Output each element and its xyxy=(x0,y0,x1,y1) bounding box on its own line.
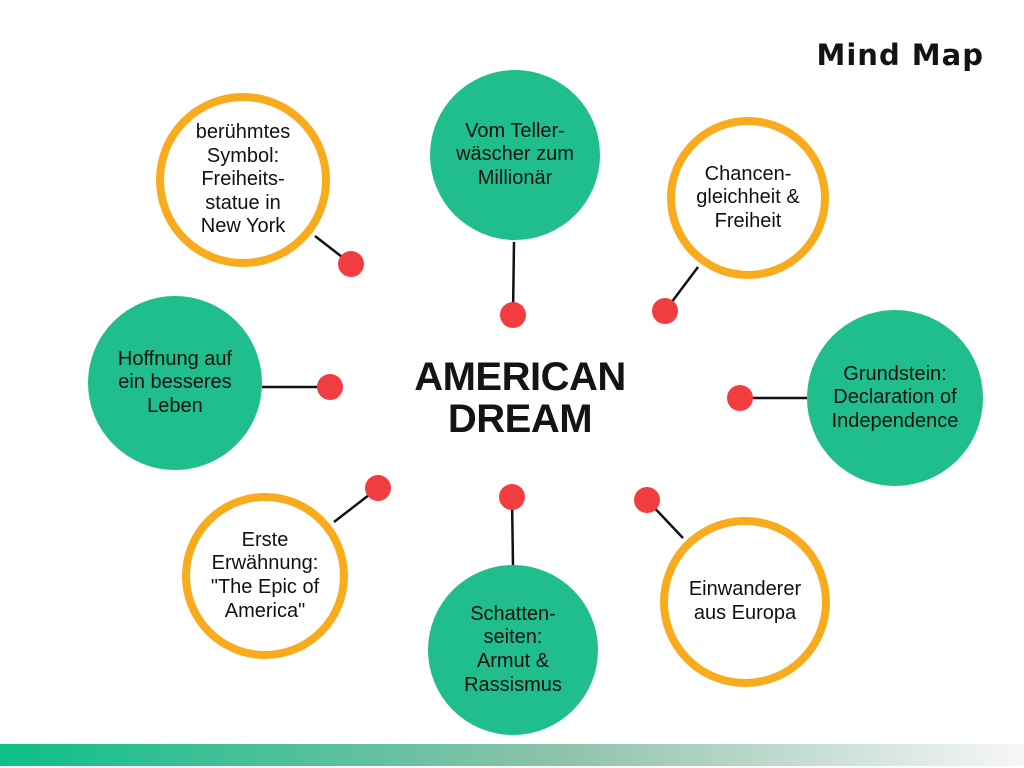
node-label: Vom Teller- wäscher zum Millionär xyxy=(456,119,574,189)
page-title: Mind Map xyxy=(816,38,984,72)
node-grundstein: Grundstein: Declaration of Independence xyxy=(807,310,983,486)
node-label: Schatten- seiten: Armut & Rassismus xyxy=(464,602,562,696)
connector-dot xyxy=(365,475,391,501)
node-hoffnung: Hoffnung auf ein besseres Leben xyxy=(88,296,262,470)
connector-dot xyxy=(634,487,660,513)
connector-dot xyxy=(499,484,525,510)
node-label: berühmtes Symbol: Freiheits- statue in N… xyxy=(195,121,291,238)
node-label: Erste Erwähnung: "The Epic of America" xyxy=(210,528,320,622)
bottom-gradient-bar xyxy=(0,744,1024,766)
connector-dot xyxy=(317,374,343,400)
node-beruehmtes-symbol: berühmtes Symbol: Freiheits- statue in N… xyxy=(156,93,330,267)
node-label: Hoffnung auf ein besseres Leben xyxy=(117,347,233,417)
connector-dot xyxy=(500,302,526,328)
connector-dot xyxy=(338,251,364,277)
center-title: AMERICAN DREAM xyxy=(414,355,626,442)
node-einwanderer: Einwanderer aus Europa xyxy=(660,517,830,687)
node-chancengleichheit: Chancen- gleichheit & Freiheit xyxy=(667,117,829,279)
node-vom-tellerwaescher: Vom Teller- wäscher zum Millionär xyxy=(430,70,600,240)
connector-dot xyxy=(652,298,678,324)
connector-dot xyxy=(727,385,753,411)
node-label: Grundstein: Declaration of Independence xyxy=(831,362,959,432)
node-label: Einwanderer aus Europa xyxy=(688,578,802,624)
node-label: Chancen- gleichheit & Freiheit xyxy=(696,162,800,232)
node-schattenseiten: Schatten- seiten: Armut & Rassismus xyxy=(428,565,598,735)
node-erste-erwaehnung: Erste Erwähnung: "The Epic of America" xyxy=(182,493,348,659)
